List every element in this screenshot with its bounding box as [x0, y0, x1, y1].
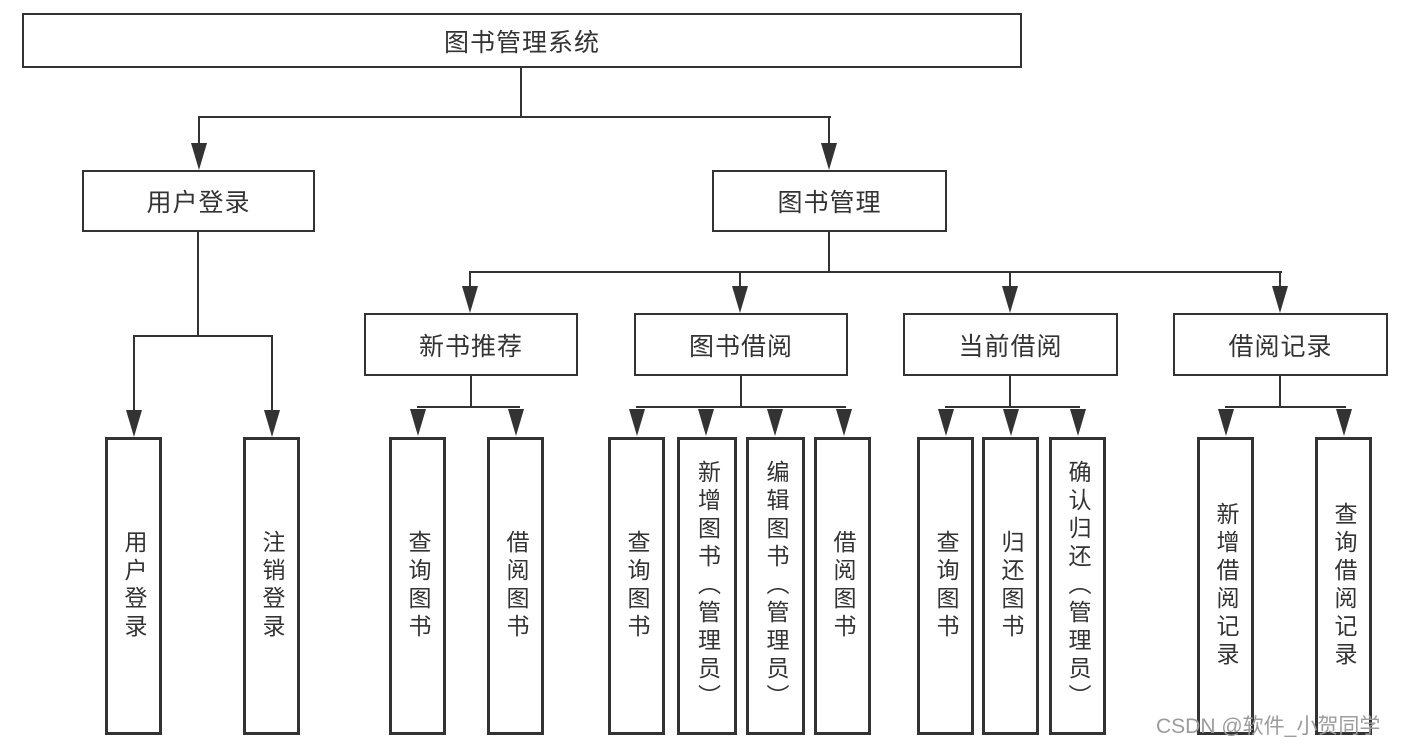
arrow-down-icon	[191, 143, 207, 170]
connector-leaf-stem	[271, 335, 273, 412]
connector-group-stem	[1009, 376, 1011, 408]
leaf-borrow-books-recommend: 借阅图书	[487, 437, 544, 735]
arrow-down-icon	[1070, 409, 1086, 436]
arrow-down-icon	[836, 409, 852, 436]
leaf-borrow-books-recommend-label: 借阅图书	[503, 530, 529, 642]
connector-group-stem	[470, 376, 472, 408]
arrow-down-icon	[629, 409, 645, 436]
node-book-management: 图书管理	[712, 170, 947, 232]
leaf-borrow-books-label: 借阅图书	[830, 530, 856, 642]
node-borrow-records-label: 借阅记录	[1228, 332, 1333, 361]
arrow-down-icon	[1218, 409, 1234, 436]
leaf-query-books-current: 查询图书	[917, 437, 974, 735]
connector-leaf-stem	[1279, 271, 1281, 288]
leaf-return-books: 归还图书	[982, 437, 1039, 735]
arrow-down-icon	[1002, 286, 1018, 313]
node-user-login-label: 用户登录	[146, 189, 251, 217]
node-book-borrow-label: 图书借阅	[688, 332, 793, 361]
node-user-login: 用户登录	[82, 170, 315, 232]
leaf-edit-books-admin-label: 编辑图书（管理员）	[763, 460, 789, 712]
connector-group-stem	[740, 376, 742, 408]
arrow-down-icon	[126, 410, 142, 437]
node-root-label: 图书管理系统	[443, 28, 600, 57]
node-new-book-recommend: 新书推荐	[364, 313, 578, 376]
csdn-watermark: CSDN @软件_小贺同学	[1156, 715, 1381, 738]
leaf-borrow-books: 借阅图书	[814, 437, 871, 735]
connector-user-login-down	[197, 232, 199, 337]
node-book-borrow: 图书借阅	[634, 313, 848, 376]
connector-root-stem	[520, 68, 522, 118]
connector-leaf-stem	[133, 335, 135, 412]
connector-group-bar	[636, 406, 846, 408]
leaf-confirm-return-admin: 确认归还（管理员）	[1049, 437, 1106, 735]
arrow-down-icon	[410, 409, 426, 436]
arrow-down-icon	[508, 409, 524, 436]
leaf-add-books-admin-label: 新增图书（管理员）	[694, 460, 721, 712]
arrow-down-icon	[264, 410, 280, 437]
connector-book-mgmt-down	[828, 232, 830, 273]
arrow-down-icon	[462, 286, 478, 313]
leaf-query-borrow-record: 查询借阅记录	[1315, 437, 1372, 735]
leaf-logout-label: 注销登录	[259, 530, 285, 642]
leaf-query-books-recommend: 查询图书	[389, 437, 446, 735]
connector-book-mgmt-stem	[828, 116, 830, 146]
arrow-down-icon	[732, 286, 748, 313]
arrow-down-icon	[1003, 409, 1019, 436]
leaf-user-login-label: 用户登录	[121, 530, 147, 642]
node-borrow-records: 借阅记录	[1173, 313, 1388, 376]
leaf-add-borrow-record-label: 新增借阅记录	[1213, 502, 1239, 670]
arrow-down-icon	[767, 409, 783, 436]
arrow-down-icon	[698, 409, 714, 436]
leaf-add-borrow-record: 新增借阅记录	[1197, 437, 1254, 735]
leaf-logout: 注销登录	[243, 437, 300, 735]
node-book-management-label: 图书管理	[777, 189, 882, 217]
connector-group-bar	[417, 406, 520, 408]
connector-level3-bar	[469, 271, 1282, 273]
connector-user-login-stem	[198, 116, 200, 146]
connector-level2-bar	[198, 116, 831, 118]
leaf-add-books-admin: 新增图书（管理员）	[677, 437, 737, 735]
leaf-confirm-return-admin-label: 确认归还（管理员）	[1065, 460, 1091, 712]
connector-user-login-bar	[133, 335, 273, 337]
node-root: 图书管理系统	[22, 13, 1022, 68]
connector-leaf-stem	[1009, 271, 1011, 288]
leaf-edit-books-admin: 编辑图书（管理员）	[746, 437, 805, 735]
connector-group-bar	[1225, 406, 1346, 408]
node-current-borrow: 当前借阅	[903, 313, 1118, 376]
leaf-query-books-borrow-label: 查询图书	[624, 530, 650, 642]
arrow-down-icon	[938, 409, 954, 436]
leaf-return-books-label: 归还图书	[998, 530, 1024, 642]
connector-group-stem	[1279, 376, 1281, 408]
leaf-query-books-current-label: 查询图书	[933, 530, 959, 642]
node-current-borrow-label: 当前借阅	[958, 332, 1063, 361]
leaf-query-borrow-record-label: 查询借阅记录	[1331, 502, 1357, 670]
connector-leaf-stem	[469, 271, 471, 288]
connector-leaf-stem	[739, 271, 741, 288]
arrow-down-icon	[1272, 286, 1288, 313]
leaf-query-books-recommend-label: 查询图书	[405, 530, 431, 642]
node-new-book-recommend-label: 新书推荐	[418, 332, 523, 361]
leaf-user-login: 用户登录	[105, 437, 162, 735]
leaf-query-books-borrow: 查询图书	[608, 437, 665, 735]
arrow-down-icon	[821, 143, 837, 170]
arrow-down-icon	[1336, 409, 1352, 436]
connector-group-bar	[945, 406, 1080, 408]
